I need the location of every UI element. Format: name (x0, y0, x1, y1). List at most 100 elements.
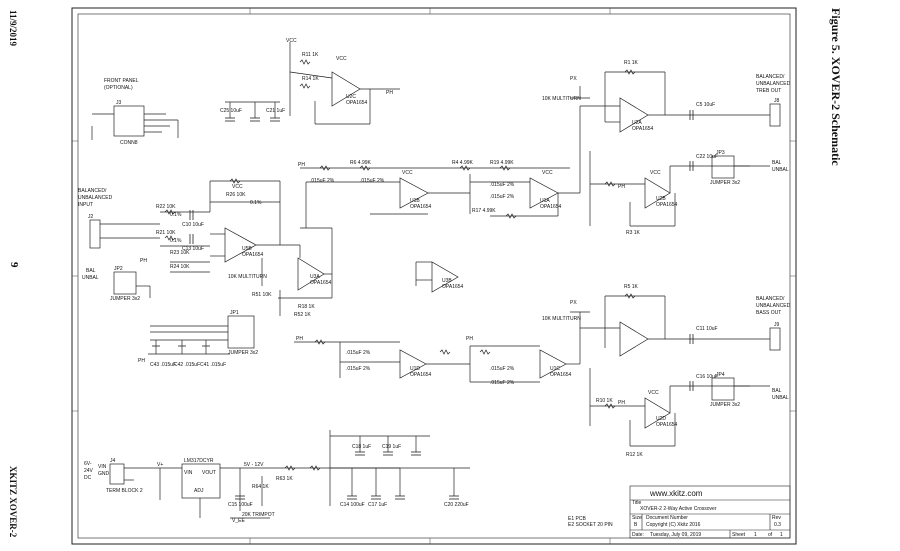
multiturn-label-treb: 10K MULTITURN (542, 96, 581, 102)
ref-r5: R5 1K (624, 284, 639, 290)
ref-r3: R3 1K (626, 230, 641, 236)
ref-jp4: JP4 (716, 372, 725, 378)
part-u1b: OPA1654 (410, 204, 432, 210)
net-ph: PH (298, 162, 305, 168)
value-label: .015uF 2% (360, 178, 385, 184)
connector-j8 (769, 103, 781, 127)
ref-r51: R51 10K (252, 292, 272, 298)
net-vcc: VCC (648, 390, 659, 396)
ref-r63: R63 1K (276, 476, 293, 482)
ref-u2b: U2B (656, 196, 666, 202)
of-value: 1 (780, 532, 783, 538)
bass-out-label-3: BASS OUT (756, 310, 781, 316)
trimpot-label: 20K TRIMPOT (242, 512, 275, 518)
net-ph: PH (138, 358, 145, 364)
power-in-label-2: 24V (84, 468, 94, 474)
part-u2a: OPA1654 (632, 126, 654, 132)
rail-label: 5V - 12V (244, 462, 264, 468)
ref-r17: R17 4.99K (472, 208, 496, 214)
ref-r11: R11 1K (302, 52, 319, 58)
ref-c17: C17 1uF (368, 502, 387, 508)
vin-label: VIN (98, 464, 107, 470)
ref-j8: J8 (774, 98, 780, 104)
ref-r6: R6 4.99K (350, 160, 372, 166)
sheet-label: Sheet (732, 532, 746, 538)
net-ph: PH (386, 90, 393, 96)
net-vcc: VCC (542, 170, 553, 176)
input-label-3: INPUT (78, 202, 93, 208)
opamp-u2c-bass (619, 321, 649, 357)
sheet-value: 1 (754, 532, 757, 538)
value-label: 0.1% (170, 212, 182, 218)
value-label: 0.1% (170, 238, 182, 244)
ref-jp3: JP3 (716, 150, 725, 156)
ref-r1: R1 1K (624, 60, 639, 66)
value-label: .015uF 2% (490, 366, 515, 372)
net-ph: PH (296, 336, 303, 342)
net-vcc: VCC (336, 56, 347, 62)
ref-regulator: LM317DCYR (184, 458, 214, 464)
net-vplus: V+ (157, 462, 163, 468)
ref-r14: R14 1K (302, 76, 319, 82)
sheet-frame (71, 7, 797, 545)
date-value: Tuesday, July 09, 2019 (650, 532, 701, 538)
ref-u2c: U2C (346, 94, 356, 100)
net-vcc: VCC (232, 184, 243, 190)
terminal-block-j4 (109, 463, 125, 485)
ref-c22: C22 10uF (696, 154, 718, 160)
ref-r19: R19 4.99K (490, 160, 514, 166)
reg-pin-vin: VIN (184, 470, 193, 476)
website-label: www.xkitz.com (649, 489, 703, 498)
value-label: .015uF 2% (490, 380, 515, 386)
ref-c18: C18 1uF (352, 444, 371, 450)
ref-r26: R26 10K (226, 192, 246, 198)
date-label: Date: (632, 532, 644, 538)
value-label: .015uF 2% (346, 350, 371, 356)
treb-out-label-2: UNBALANCED (756, 81, 791, 87)
part-u2d: OPA1654 (656, 422, 678, 428)
title-block-frame (629, 485, 791, 539)
part-u2c: OPA1654 (346, 100, 368, 106)
figure-caption: Figure 5. XOVER-2 Schematic (829, 8, 843, 166)
bass-out-label-2: UNBALANCED (756, 303, 791, 309)
ref-j9: J9 (774, 322, 780, 328)
term-block-label: TERM BLOCK 2 (106, 488, 143, 494)
opamp-u2a (619, 97, 649, 133)
resistors (164, 59, 636, 471)
net-vee: V_EE (232, 518, 245, 524)
page-number: 9 (8, 262, 20, 268)
opamp-u1a (529, 177, 559, 209)
ref-r23: R23 10K (170, 250, 190, 256)
ref-c41: C41 .015uF (200, 362, 226, 368)
reg-pin-adj: ADJ (194, 488, 204, 494)
bal-label-bottom: BAL (772, 388, 782, 394)
part-jp3: JUMPER 3x2 (710, 180, 740, 186)
pcb-note-2: E2 SOCKET 20 PIN (568, 522, 613, 528)
jumper-jp3 (711, 155, 735, 179)
title-value: XOVER-2 2-Way Active Crossover (640, 506, 717, 512)
part-u2b: OPA1654 (656, 202, 678, 208)
opamp-u3a (297, 257, 325, 291)
ref-j4: J4 (110, 458, 116, 464)
ref-r24: R24 10K (170, 264, 190, 270)
document-code: XKITZ XOVER-2 (8, 466, 18, 538)
multiturn-label-bass: 10K MULTITURN (542, 316, 581, 322)
opamp-u2c-top (331, 71, 361, 107)
value-label: .015uF 2% (490, 194, 515, 200)
value-label: 0.1% (250, 200, 262, 206)
ref-r21: R21 10K (156, 230, 176, 236)
size-label: Size (632, 515, 642, 521)
input-label-1: BALANCED/ (78, 188, 107, 194)
power-in-label-1: 6V- (84, 461, 92, 467)
part-u1d: OPA1654 (410, 372, 432, 378)
power-in-label-3: DC (84, 475, 92, 481)
ref-jp1: JP1 (230, 310, 239, 316)
page-date: 11/9/2019 (8, 10, 18, 47)
ref-r22: R22 10K (156, 204, 176, 210)
opamp-u1b (399, 177, 429, 209)
ref-c10: C10 10uF (182, 222, 204, 228)
net-vcc: VCC (650, 170, 661, 176)
ref-c13: C13 10uF (182, 246, 204, 252)
ref-r18: R18 1K (298, 304, 315, 310)
ref-r64: R64 1K (252, 484, 269, 490)
